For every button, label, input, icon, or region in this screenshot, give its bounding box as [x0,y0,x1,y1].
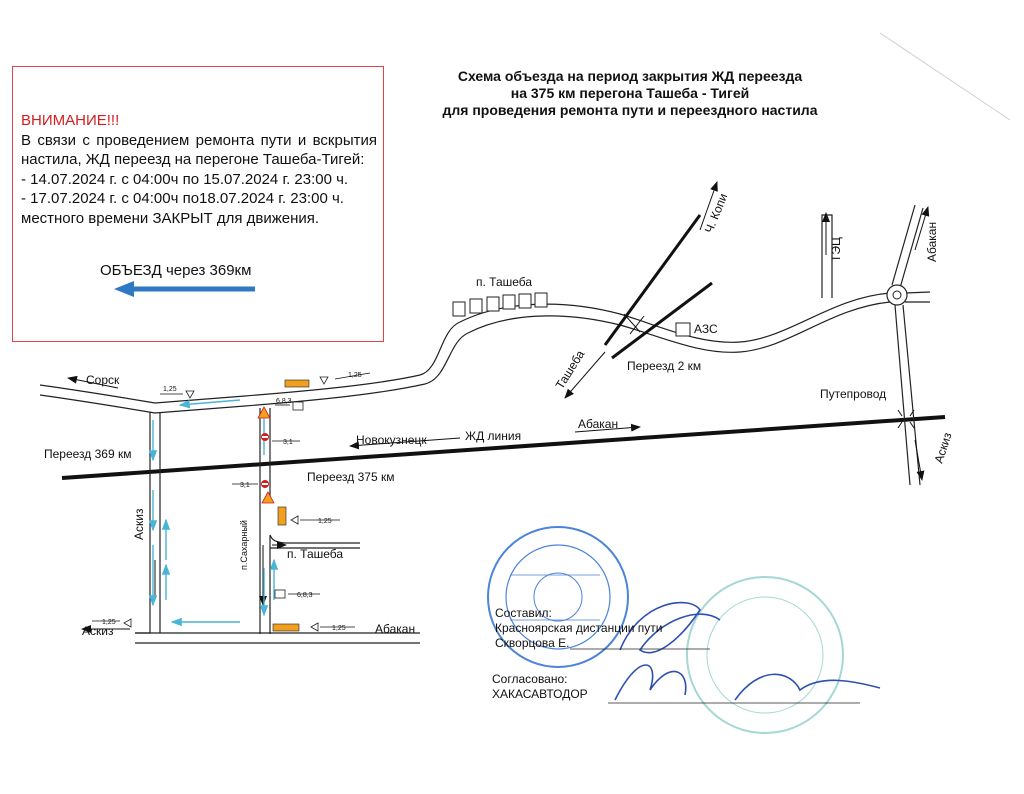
label-askiz-vertical: Аскиз [132,508,146,540]
sign-label-top: 1,25 [348,372,362,379]
sign-label-683: 6,8,3 [297,592,313,599]
give-way-sign-top [319,376,329,385]
azs-building [675,322,691,337]
notice-box: ВНИМАНИЕ!!! В связи с проведением ремонт… [12,66,384,342]
label-tasheba-rail: Ташеба [553,348,588,392]
secondary-rail-2 [611,281,713,360]
compiled-name: Скворцова Е. [495,636,570,650]
compiled-org: Красноярская дистанции пути [495,621,663,635]
title-line-2: на 375 км перегона Ташеба - Тигей [510,85,750,101]
label-crossing-375: Переезд 375 км [307,470,395,484]
info-sign-1 [292,401,304,411]
detour-label: ОБЪЕЗД через 369км [100,262,252,279]
sign-label-31-top: 3,1 [283,439,293,446]
label-overpass: Путепровод [820,387,886,401]
label-askiz-bottom: Аскиз [82,624,114,638]
give-way-sign-bottom [310,622,319,632]
closure-period-1: - 14.07.2024 г. с 04:00ч по 15.07.2024 г… [21,170,349,188]
label-sorsk: Сорск [86,373,120,387]
detour-sign-top [284,379,310,388]
railway-line [61,415,946,480]
scheme-title: Схема объезда на период закрытия ЖД пере… [395,68,865,119]
warning-heading: ВНИМАНИЕ!!! [21,112,120,129]
label-sakharny: п.Сахарный [239,520,249,570]
rail-arrow-novokuznetsk [349,437,461,450]
label-novokuznetsk: Новокузнецк [356,433,427,447]
label-abakan-rail: Абакан [578,417,618,431]
closure-period-2: - 17.07.2024 г. с 04:00ч по18.07.2024 г.… [21,190,344,207]
notice-text: В связи с проведением ремонта пути и вск… [21,131,377,169]
sorsk-arrow [67,375,119,389]
give-way-sign-left [185,390,195,399]
crossing-2km [623,313,645,335]
label-askiz-right: Аскиз [932,430,955,465]
tasheba-houses [452,292,548,317]
agreed-label: Согласовано: [492,672,568,686]
abakan-top-arrow [914,206,930,251]
main-road [39,292,891,414]
road-signs [123,376,329,632]
title-line-1: Схема объезда на период закрытия ЖД пере… [457,68,803,84]
autodor-stamp [686,576,844,734]
label-tasheba-road: п. Ташеба [287,547,343,561]
give-way-sign-askiz [123,618,132,628]
label-tasheba-village: п. Ташеба [476,275,532,289]
overpass [897,409,915,429]
bottom-road [135,632,420,644]
title-line-3: для проведения ремонта пути и переездног… [442,102,818,118]
detour-arrow [114,281,255,297]
detour-sign-mid [277,506,287,526]
label-abakan-bottom: Абакан [375,622,415,636]
label-tec: ТЭЦ [829,237,843,262]
warning-sign-2 [261,491,275,504]
secondary-rail-1 [603,214,702,346]
rail-arrow-abakan [574,423,641,433]
railway-stamp [487,526,629,668]
label-crossing-2: Переезд 2 км [627,359,701,373]
sign-label-31-bottom: 3,1 [240,482,250,489]
info-sign-2 [274,589,286,599]
label-rail-line: ЖД линия [465,429,521,443]
closure-note: местного времени ЗАКРЫТ для движения. [21,209,320,227]
sign-label-askiz: 1,25 [102,619,116,626]
tasheba-arrow [564,351,606,399]
sign-label-left: 1,25 [163,386,177,393]
sign-label-info: 6,8,3 [276,398,292,405]
label-abakan-top: Абакан [925,222,939,262]
compiled-block: Составил: Красноярская дистанции пути Ск… [495,606,663,651]
detour-sign-bottom [272,623,300,632]
warning-sign-1 [257,406,271,419]
label-crossing-369: Переезд 369 км [44,447,132,461]
askiz-right-arrow [914,439,925,481]
compiled-label: Составил: [495,606,552,620]
sign-label-bottom: 1,25 [332,625,346,632]
agreed-org: ХАКАСАВТОДОР [492,687,588,701]
ch-kopi-arrow [699,181,718,231]
label-azs: АЗС [694,322,718,336]
signature-2 [614,664,881,701]
agreed-block: Согласовано: ХАКАСАВТОДОР [492,672,588,702]
detour-route [148,399,279,627]
give-way-sign-mid [290,515,299,525]
signature-1 [619,601,721,654]
sign-label-mid: 1,25 [318,518,332,525]
